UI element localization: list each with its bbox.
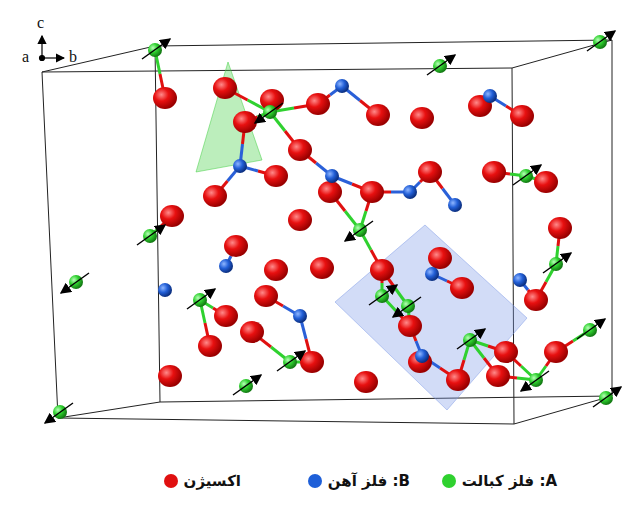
spin-arrow bbox=[513, 165, 541, 185]
iron-atom bbox=[513, 273, 527, 287]
oxygen-atom bbox=[534, 171, 558, 193]
spin-arrow bbox=[137, 225, 165, 245]
axis-label: a bbox=[22, 48, 29, 66]
oxygen-atom bbox=[300, 351, 324, 373]
oxygen-atom bbox=[544, 341, 568, 363]
oxygen-atom bbox=[160, 205, 184, 227]
oxygen-atom bbox=[410, 107, 434, 129]
oxygen-atom bbox=[288, 209, 312, 231]
oxygen-atom bbox=[510, 105, 534, 127]
iron-atom bbox=[403, 185, 417, 199]
oxygen-atom bbox=[494, 341, 518, 363]
oxygen-atom bbox=[306, 93, 330, 115]
spin-arrow bbox=[577, 319, 605, 339]
oxygen-atom bbox=[264, 165, 288, 187]
legend-text: اکسیژن bbox=[184, 472, 241, 490]
spin-arrow bbox=[593, 387, 621, 407]
oxygen-atom bbox=[233, 111, 257, 133]
oxygen-atom bbox=[288, 139, 312, 161]
legend-text: B: فلز آهن bbox=[328, 472, 410, 490]
iron-atom bbox=[415, 349, 429, 363]
oxygen-atom bbox=[428, 247, 452, 269]
legend-text: A: فلز کبالت bbox=[462, 472, 557, 490]
oxygen-atom bbox=[240, 321, 264, 343]
oxygen-atom bbox=[254, 285, 278, 307]
spin-arrow bbox=[277, 351, 305, 371]
oxygen-atom bbox=[158, 365, 182, 387]
legend-swatch bbox=[308, 474, 322, 488]
spin-arrow bbox=[345, 221, 373, 241]
spin-arrow bbox=[45, 403, 73, 423]
iron-atom bbox=[233, 159, 247, 173]
oxygen-atom bbox=[198, 335, 222, 357]
spin-arrow bbox=[142, 39, 170, 59]
iron-atom bbox=[325, 169, 339, 183]
iron-atom bbox=[158, 283, 172, 297]
iron-atom bbox=[219, 259, 233, 273]
oxygen-atom bbox=[354, 371, 378, 393]
spin-arrow bbox=[369, 285, 397, 305]
oxygen-atom bbox=[214, 305, 238, 327]
spin-arrow bbox=[521, 371, 549, 391]
spin-arrow bbox=[393, 297, 421, 317]
oxygen-atom bbox=[482, 161, 506, 183]
iron-atom bbox=[448, 198, 462, 212]
oxygen-atom bbox=[370, 259, 394, 281]
oxygen-atom bbox=[224, 235, 248, 257]
oxygen-atom bbox=[418, 161, 442, 183]
oxygen-atom bbox=[203, 185, 227, 207]
oxygen-atom bbox=[153, 87, 177, 109]
iron-atom bbox=[335, 79, 349, 93]
legend-swatch bbox=[442, 474, 456, 488]
spin-arrow bbox=[457, 329, 485, 349]
oxygen-atom bbox=[366, 104, 390, 126]
spin-arrow bbox=[61, 273, 89, 293]
oxygen-atom bbox=[264, 259, 288, 281]
oxygen-atom bbox=[310, 257, 334, 279]
spin-arrow bbox=[427, 55, 455, 75]
iron-atom bbox=[483, 89, 497, 103]
legend-swatch bbox=[164, 474, 178, 488]
spin-arrow bbox=[543, 253, 571, 273]
oxygen-atom bbox=[548, 217, 572, 239]
iron-atom bbox=[293, 309, 307, 323]
oxygen-atom bbox=[318, 181, 342, 203]
axis-label: c bbox=[37, 14, 44, 32]
iron-atom bbox=[425, 267, 439, 281]
spin-arrow bbox=[255, 103, 283, 123]
spin-arrow bbox=[587, 31, 615, 51]
oxygen-atom bbox=[398, 315, 422, 337]
oxygen-atom bbox=[213, 77, 237, 99]
spin-arrow bbox=[187, 289, 215, 309]
oxygen-atom bbox=[486, 365, 510, 387]
axis-label: b bbox=[69, 48, 77, 66]
oxygen-atom bbox=[446, 369, 470, 391]
oxygen-atom bbox=[450, 277, 474, 299]
spin-arrow bbox=[233, 375, 261, 395]
oxygen-atom bbox=[360, 181, 384, 203]
oxygen-atom bbox=[524, 289, 548, 311]
